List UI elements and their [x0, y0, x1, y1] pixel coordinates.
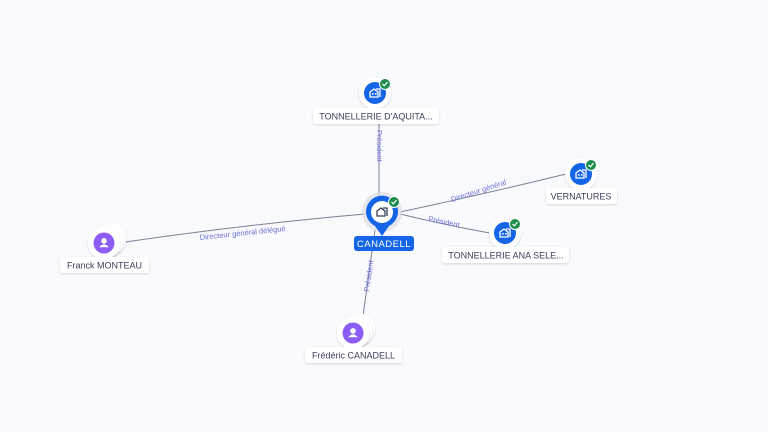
edge-line [399, 173, 567, 213]
edge-line [399, 213, 491, 234]
edge-label: Président [362, 259, 375, 293]
node-label: VERNATURES [551, 192, 612, 202]
edge-label: Président [428, 214, 462, 230]
verified-check-icon [508, 217, 522, 231]
node-label: Franck MONTEAU [67, 261, 142, 271]
edges: Président Directeur général Président Di… [124, 110, 567, 317]
node-label: Frédéric CANADELL [312, 351, 395, 361]
edge-label: Président [375, 130, 384, 163]
verified-check-icon [387, 195, 401, 209]
edge-label: Directeur général [450, 177, 508, 203]
center-label: CANADELL [357, 239, 411, 250]
node-tonnellerie-aquitaine[interactable]: TONNELLERIE D'AQUITA... [313, 77, 439, 124]
node-label: TONNELLERIE ANA SELE... [448, 251, 563, 261]
center-node[interactable]: CANADELL [354, 192, 414, 251]
company-icon [376, 207, 388, 217]
node-vernatures[interactable]: VERNATURES [546, 158, 617, 204]
edge-line [124, 213, 366, 243]
node-label: TONNELLERIE D'AQUITA... [319, 112, 432, 122]
node-tonnellerie-ana[interactable]: TONNELLERIE ANA SELE... [442, 217, 569, 263]
node-frederic-canadell[interactable]: Frédéric CANADELL [305, 313, 402, 363]
node-franck-monteau[interactable]: Franck MONTEAU [60, 223, 149, 273]
verified-check-icon [378, 77, 392, 91]
verified-check-icon [584, 158, 598, 172]
